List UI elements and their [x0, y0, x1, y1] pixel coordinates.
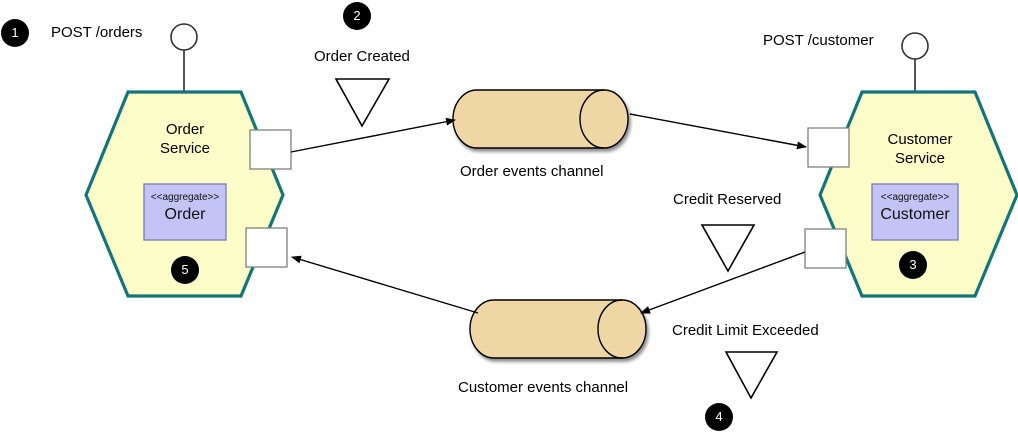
badge-4-circle — [705, 403, 733, 431]
arrow-order-channel-to-customer — [629, 113, 807, 150]
order-aggregate-stereotype: <<aggregate>> — [150, 192, 220, 203]
order-created-event-triangle — [334, 78, 391, 128]
order-service-out-port[interactable] — [249, 129, 292, 170]
credit-reserved-event-triangle — [700, 224, 756, 273]
customer-service-in-port[interactable] — [807, 127, 850, 168]
order-service-title-line1: Order — [165, 121, 205, 138]
customer-interface-circle — [901, 32, 929, 60]
badge-2-label: 2 — [353, 8, 361, 23]
credit-limit-exceeded-event-label: Credit Limit Exceeded — [672, 322, 819, 339]
badge-2-circle — [343, 2, 371, 30]
order-service-in-port[interactable] — [245, 227, 288, 268]
badge-4-label: 4 — [715, 409, 723, 424]
customer-service-title-line2: Service — [894, 150, 946, 167]
credit-reserved-event-label: Credit Reserved — [673, 191, 782, 208]
credit-limit-exceeded-event-triangle — [724, 351, 779, 400]
order-service-title-line2: Service — [159, 140, 211, 157]
customer-aggregate-name: Customer — [880, 206, 950, 223]
order-aggregate-name: Order — [164, 206, 206, 223]
arrow-customer-channel-to-order — [291, 255, 479, 314]
badge-3-label: 3 — [909, 257, 917, 272]
customer-service-title-line1: Customer — [887, 131, 953, 148]
badge-1-label: 1 — [11, 25, 19, 40]
customer-aggregate-box[interactable] — [871, 183, 959, 241]
order-interface-label: POST /orders — [51, 24, 143, 41]
customer-interface-label: POST /customer — [763, 32, 874, 49]
order-events-channel-label: Order events channel — [460, 163, 604, 180]
order-interface-circle — [170, 23, 198, 51]
customer-aggregate-stereotype: <<aggregate>> — [880, 192, 950, 203]
order-events-channel-shape[interactable] — [452, 89, 629, 149]
arrow-order-to-order-channel — [290, 117, 456, 153]
badge-5-label: 5 — [181, 262, 189, 277]
order-aggregate-box[interactable] — [143, 183, 227, 241]
customer-service-out-port[interactable] — [804, 228, 847, 269]
badge-5-circle — [171, 256, 199, 284]
badge-3-circle — [899, 251, 927, 279]
arrow-customer-to-customer-channel — [640, 251, 806, 314]
customer-events-channel-label: Customer events channel — [458, 379, 629, 396]
badge-1-circle — [1, 19, 29, 47]
order-created-event-label: Order Created — [314, 48, 410, 65]
customer-events-channel-shape[interactable] — [469, 299, 647, 359]
